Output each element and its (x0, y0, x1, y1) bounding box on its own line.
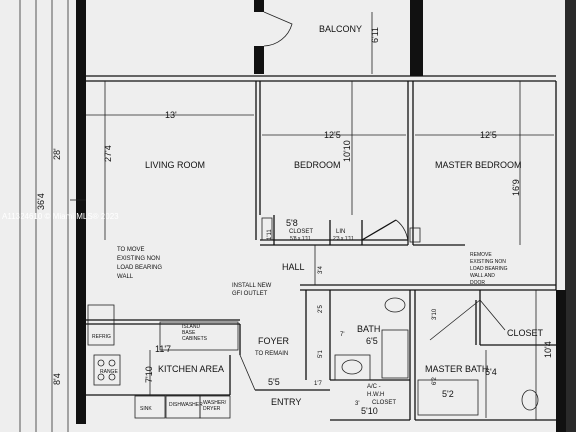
dim-closet-d: 10'4 (543, 341, 553, 358)
room-labels: BALCONY LIVING ROOM BEDROOM MASTER BEDRO… (145, 24, 544, 407)
dim-overall-84: 8'4 (52, 373, 62, 385)
room-hall: HALL (282, 262, 305, 272)
label-washer-dryer: WASHER/ DRYER (203, 400, 228, 412)
dim-foyer-w: 5'5 (268, 377, 280, 387)
note-remove-left: TO MOVE EXISTING NON LOAD BEARING WALL (117, 247, 164, 280)
room-closet-small: CLOSET (289, 229, 313, 235)
label-refrig: REFRIG (92, 334, 111, 340)
dimension-labels: 6'11 13' 27'4 28' 36'4 8'4 12'5 10'10 12… (36, 27, 553, 416)
room-bedroom: BEDROOM (294, 160, 341, 170)
watermark: A11324610 © Miami MLS® 2023 (2, 212, 119, 221)
island-cabinets (159, 321, 239, 351)
note-gfi: INSTALL NEW GFI OUTLET (232, 283, 273, 297)
dim-mb-w: 6'4 (485, 367, 497, 377)
dim-310: 3'10 (432, 308, 438, 320)
left-margin-lines (19, 0, 69, 432)
dim-overall-36: 36'4 (36, 193, 46, 210)
dim-kitchen-w: 11'7 (155, 344, 171, 354)
exterior-walls (76, 0, 566, 432)
dim-master-width: 12'5 (480, 130, 497, 140)
dim-living-length: 27'4 (103, 145, 113, 162)
dim-25: 2'5 (318, 305, 324, 313)
dim-balcony-depth: 6'11 (370, 27, 380, 43)
shower (381, 329, 409, 379)
dim-7: 7' (340, 332, 344, 338)
dim-lin-size: 2'3 x 1'11 (333, 236, 354, 242)
dim-closet-h: 1'11 (267, 229, 273, 240)
label-dishwasher: DISHWASHER (169, 402, 203, 408)
note-ac-closet: A/C - H.W.H CLOSET (367, 384, 396, 406)
dim-bedroom-depth: 10'10 (342, 140, 352, 162)
dimension-lines (70, 12, 554, 420)
room-balcony: BALCONY (319, 24, 362, 34)
refrigerator (87, 304, 115, 346)
room-kitchen-area: KITCHEN AREA (158, 364, 224, 374)
room-lin: LIN (336, 229, 345, 235)
room-living-room: LIVING ROOM (145, 160, 205, 170)
notes: TO MOVE EXISTING NON LOAD BEARING WALL R… (117, 247, 509, 406)
dim-62: 6'2 (432, 377, 438, 385)
range (93, 354, 121, 386)
note-remove-right: REMOVE EXISTING NON LOAD BEARING WALL AN… (470, 252, 509, 286)
room-entry: ENTRY (271, 397, 301, 407)
dim-kitchen-d: 7'10 (144, 366, 154, 383)
interior-walls (86, 75, 557, 421)
note-to-remain: TO REMAIN (255, 351, 288, 357)
closet-shelves (261, 217, 487, 418)
room-closet: CLOSET (507, 328, 544, 338)
dim-bath-w: 6'5 (366, 336, 378, 346)
dim-3: 3' (355, 401, 359, 407)
toilet (384, 297, 406, 313)
dim-master-depth: 16'9 (511, 179, 521, 196)
room-master-bedroom: MASTER BEDROOM (435, 160, 522, 170)
room-foyer: FOYER (258, 336, 290, 346)
label-range: RANGE (100, 369, 118, 375)
fixture-labels: REFRIG RANGE SINK DISHWASHER WASHER/ DRY… (92, 334, 228, 412)
dim-17: 1'7 (314, 381, 322, 387)
note-island: ISLAND BASE CABINETS (182, 324, 208, 342)
dim-51: 5'1 (318, 350, 324, 358)
dim-ac-w: 5'10 (361, 406, 378, 416)
right-dark-edge (565, 0, 576, 432)
fixtures (87, 297, 539, 419)
tub (417, 379, 479, 416)
room-master-bath: MASTER BATH (425, 364, 488, 374)
dim-hall-w: 3'4 (318, 266, 324, 274)
dim-52: 5'2 (442, 389, 454, 399)
label-sink: SINK (140, 406, 152, 412)
dim-living-width: 13' (165, 110, 177, 120)
door-swings (239, 11, 506, 391)
room-bath: BATH (357, 324, 380, 334)
dim-closet-size: 5'8 x 1'11 (290, 236, 311, 242)
dim-overall-28: 28' (52, 148, 62, 160)
dim-closet-w: 5'8 (286, 218, 298, 228)
dim-bedroom-width: 12'5 (324, 130, 341, 140)
